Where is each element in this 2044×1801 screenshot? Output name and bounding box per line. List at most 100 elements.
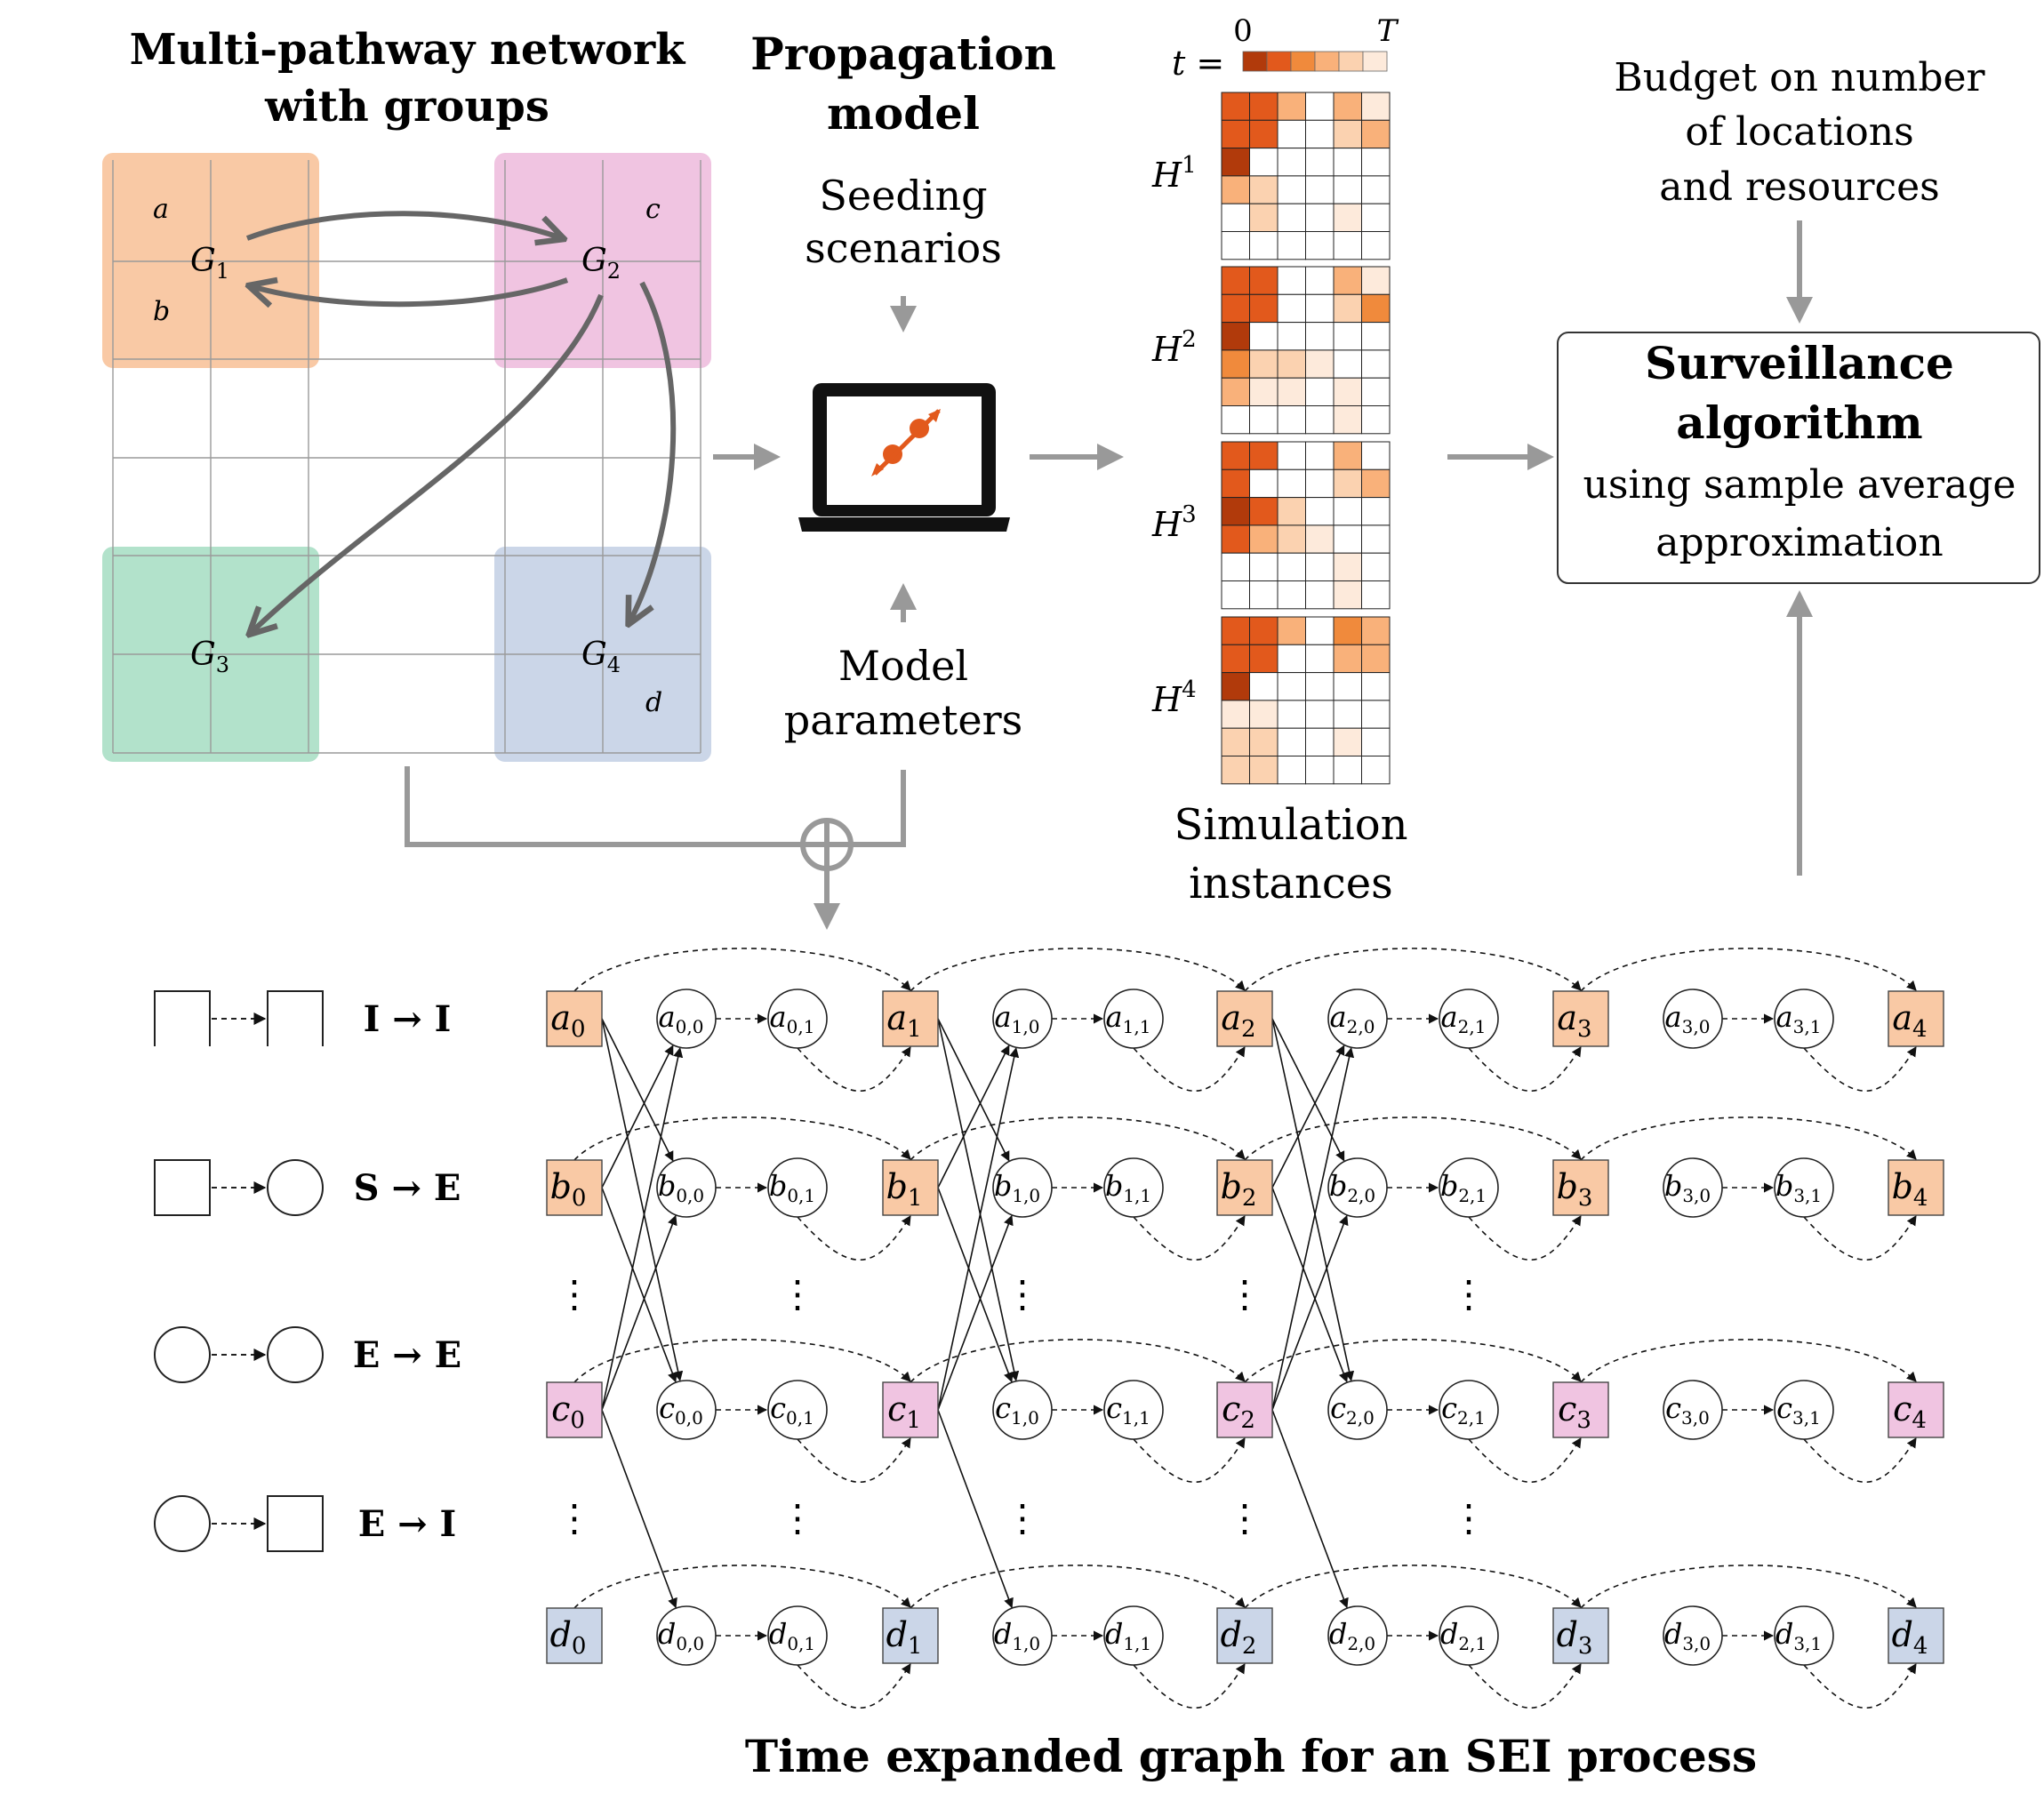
budget-line2: of locations	[1685, 109, 1913, 155]
heatmap-cell	[1249, 756, 1279, 785]
teg-node-c-1: c1	[882, 1381, 939, 1438]
heatmap-cell	[1305, 175, 1335, 204]
heatmap-cell	[1249, 441, 1279, 470]
svg-text:d2,0: d2,0	[1329, 1617, 1375, 1654]
heatmap-cell	[1277, 119, 1306, 149]
arrow-g2-to-g4	[629, 281, 677, 622]
heatmap-cell	[1221, 644, 1250, 674]
group-2-label: G2	[581, 243, 621, 284]
heatmap-cell	[1361, 580, 1391, 610]
heatmap-cell	[1305, 203, 1335, 232]
heatmap-1: H1	[1151, 92, 1391, 260]
heatmap-cell	[1361, 377, 1391, 407]
teg-title: Time expanded graph for an SEI process	[745, 1730, 1757, 1782]
heatmap-cell	[1221, 580, 1250, 610]
teg-node-a-1-1: a1,1	[1103, 989, 1164, 1049]
heatmap-cell	[1221, 92, 1250, 121]
heatmap-cell	[1361, 405, 1391, 435]
heatmap-cell	[1333, 700, 1362, 729]
teg-node-a-1-0: a1,0	[992, 989, 1053, 1049]
svg-text:d2: d2	[1221, 1615, 1257, 1660]
heatmap-cell	[1333, 468, 1362, 499]
teg-node-b-1: b1	[882, 1159, 939, 1216]
teg-node-c-0: c0	[546, 1381, 603, 1438]
surveillance-box	[1557, 332, 2040, 584]
heatmap-cell	[1305, 441, 1335, 470]
heatmap-cell	[1277, 349, 1306, 379]
svg-text:d1: d1	[886, 1615, 923, 1660]
heatmap-cell	[1221, 756, 1250, 785]
teg-ellipsis: ⋮	[1004, 1272, 1041, 1316]
heatmap-cell	[1333, 672, 1362, 701]
teg-node-d-2: d2	[1216, 1607, 1273, 1664]
surveillance-title-line2: algorithm	[1676, 396, 1922, 449]
teg-node-c-4: c4	[1888, 1381, 1944, 1438]
teg-ellipsis: ⋮	[1004, 1496, 1041, 1540]
heatmap-cell	[1305, 405, 1335, 435]
heatmap-cell	[1333, 756, 1362, 785]
teg-node-a-3-0: a3,0	[1663, 989, 1723, 1049]
heatmap-cell	[1221, 552, 1250, 582]
heatmap-cell	[1277, 231, 1306, 260]
time-axis-label: t =	[1172, 44, 1224, 83]
combine-connector	[405, 766, 906, 930]
heatmap-cell	[1361, 497, 1391, 526]
heatmap-cell	[1305, 580, 1335, 610]
heatmap-cell	[1333, 377, 1362, 407]
heatmap-cell	[1277, 524, 1306, 554]
heatmap-cell	[1277, 616, 1306, 645]
heatmap-cell	[1305, 756, 1335, 785]
heatmap-cell	[1249, 497, 1279, 526]
heatmap-cell	[1361, 322, 1391, 351]
budget-line1: Budget on number	[1614, 55, 1985, 100]
heatmap-cell	[1249, 322, 1279, 351]
location-d-label: d	[645, 687, 662, 718]
heatmap-cell	[1221, 616, 1250, 645]
flow-arrows	[713, 220, 1813, 876]
teg-node-c-3-1: c3,1	[1774, 1380, 1834, 1440]
heatmap-cell	[1277, 266, 1306, 295]
heatmap-cell	[1333, 322, 1362, 351]
teg-node-d-1: d1	[882, 1607, 939, 1664]
heatmap-cell	[1249, 92, 1279, 121]
heatmap-cell	[1361, 672, 1391, 701]
heatmap-cell	[1221, 231, 1250, 260]
heatmap-cell	[1221, 203, 1250, 232]
heatmap-cell	[1277, 497, 1306, 526]
teg-node-b-1-0: b1,0	[992, 1157, 1053, 1218]
teg-ellipsis: ⋮	[1450, 1272, 1487, 1316]
scale-cell-4	[1338, 51, 1364, 72]
scale-cell-2	[1290, 51, 1316, 72]
teg-edges	[573, 948, 1917, 1709]
heatmap-cell	[1277, 552, 1306, 582]
heatmap-cell	[1361, 524, 1391, 554]
seeding-label-line1: Seeding	[819, 172, 987, 220]
heatmap-cell	[1249, 203, 1279, 232]
teg-node-a-0-1: a0,1	[767, 989, 828, 1049]
surveillance-panel: Budget on number of locations and resour…	[1557, 55, 2040, 584]
heatmap-cell	[1221, 497, 1250, 526]
heatmap-cell	[1249, 405, 1279, 435]
heatmap-cell	[1333, 203, 1362, 232]
heatmap-cell	[1305, 119, 1335, 149]
teg-node-d-0-0: d0,0	[656, 1605, 717, 1666]
teg-node-b-3: b3	[1552, 1159, 1609, 1216]
teg-node-c-2-1: c2,1	[1439, 1380, 1499, 1440]
heatmap-cell	[1249, 672, 1279, 701]
heatmap-cell	[1277, 148, 1306, 177]
legend-label-2: E → E	[353, 1334, 461, 1376]
heatmap-cell	[1333, 524, 1362, 554]
heatmap-cell	[1305, 293, 1335, 324]
heatmap-cell	[1249, 700, 1279, 729]
teg-node-d-4: d4	[1888, 1607, 1944, 1664]
network-grid	[112, 160, 701, 754]
svg-text:a2,0: a2,0	[1330, 1000, 1375, 1037]
teg-ellipsis: ⋮	[1226, 1272, 1263, 1316]
teg-node-b-2-1: b2,1	[1439, 1157, 1499, 1218]
group-4-label: G4	[581, 636, 621, 677]
heatmap-cell	[1361, 148, 1391, 177]
teg-node-d-2-0: d2,0	[1327, 1605, 1388, 1666]
heatmap-cell	[1277, 756, 1306, 785]
teg-node-d-1-0: d1,0	[992, 1605, 1053, 1666]
svg-text:b4: b4	[1892, 1167, 1928, 1212]
